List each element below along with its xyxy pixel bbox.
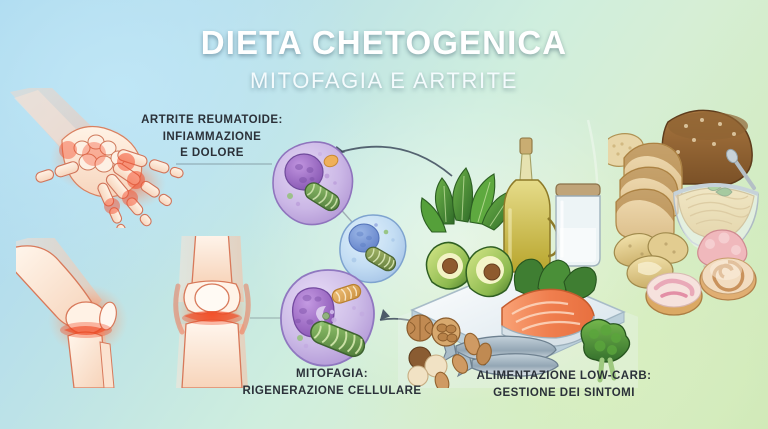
keto-food-board bbox=[398, 137, 638, 388]
label-arthritis: ARTRITE REUMATOIDE: INFIAMMAZIONE E DOLO… bbox=[128, 112, 296, 162]
cell-purple-bottom bbox=[280, 269, 375, 367]
arthritic-hand-xray bbox=[10, 88, 184, 228]
label-arthritis-line3: E DOLORE bbox=[180, 147, 244, 160]
cinnamon-roll bbox=[699, 257, 757, 301]
label-arthritis-line2: INFIAMMAZIONE bbox=[162, 130, 262, 143]
label-mitophagy-line1: MITOFAGIA: bbox=[295, 368, 368, 380]
arrow-food-to-cell-top bbox=[333, 145, 453, 177]
label-lowcarb: ALIMENTAZIONE LOW-CARB: GESTIONE DEI SIN… bbox=[456, 368, 672, 401]
high-carb-foods bbox=[608, 109, 759, 316]
donut bbox=[645, 272, 703, 316]
label-mitophagy: MITOFAGIA: RIGENERAZIONE CELLULARE bbox=[226, 366, 438, 399]
potatoes bbox=[613, 232, 689, 289]
label-arthritis-line1: ARTRITE REUMATOIDE: bbox=[141, 114, 283, 126]
avocado bbox=[425, 241, 514, 298]
label-lowcarb-line1: ALIMENTAZIONE LOW-CARB: bbox=[476, 370, 652, 382]
label-mitophagy-line2: RIGENERAZIONE CELLULARE bbox=[242, 384, 422, 397]
page-subtitle: MITOFAGIA E ARTRITE bbox=[250, 68, 518, 93]
cell-blue-middle bbox=[339, 214, 407, 284]
bread-loaf bbox=[661, 109, 753, 185]
broccoli bbox=[580, 318, 631, 383]
cell-purple-top bbox=[272, 141, 354, 226]
bread-slices bbox=[615, 142, 683, 239]
nuts bbox=[406, 314, 492, 388]
spinach-leaves bbox=[420, 167, 517, 233]
knee-joint-frontal bbox=[172, 236, 252, 388]
glass-jar bbox=[555, 183, 601, 267]
olive-oil-bottle bbox=[503, 137, 560, 273]
label-lowcarb-line2: GESTIONE DEI SINTOMI bbox=[493, 386, 635, 399]
page-title: DIETA CHETOGENICA bbox=[200, 24, 568, 61]
knee-joint-lateral bbox=[16, 238, 128, 388]
